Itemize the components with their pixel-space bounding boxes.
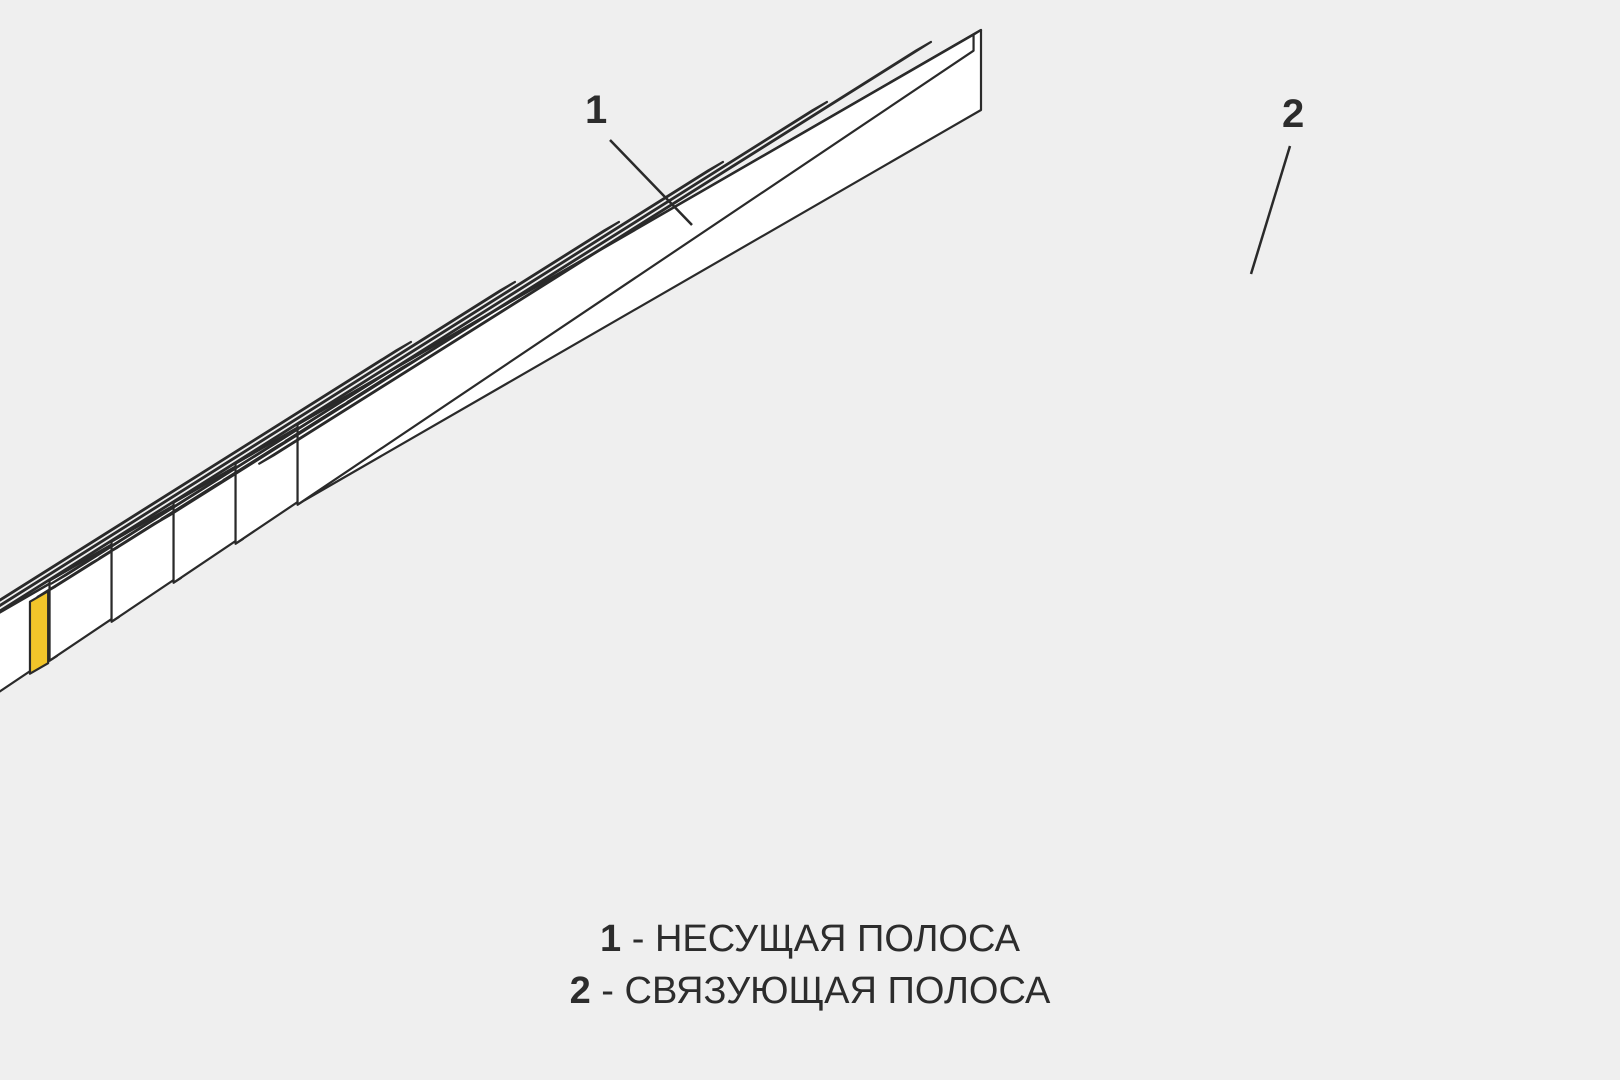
- callout-leader-lines: [609, 139, 1292, 275]
- legend-text: НЕСУЩАЯ ПОЛОСА: [654, 918, 1020, 960]
- callout-label-2: 2: [1282, 92, 1305, 136]
- legend-separator: -: [590, 970, 625, 1012]
- steel-grating-illustration: [0, 28, 983, 693]
- bearing-bar-side: [296, 33, 975, 506]
- legend-number: 2: [569, 970, 591, 1012]
- legend-item-cross-bar: 2 - СВЯЗУЮЩАЯ ПОЛОСА: [0, 972, 1620, 1010]
- callout-label-1: 1: [585, 88, 608, 132]
- bearing-bar-highlight-end: [28, 590, 50, 675]
- legend-number: 1: [600, 918, 622, 960]
- legend-item-bearing-bar: 1 - НЕСУЩАЯ ПОЛОСА: [0, 920, 1620, 958]
- legend-separator: -: [621, 918, 655, 960]
- bearing-bar-highlight: [36, 551, 112, 599]
- cross-bar: [0, 340, 413, 602]
- leader-line-1: [609, 139, 693, 226]
- cross-bar-highlight: [50, 160, 725, 585]
- cross-bar: [0, 280, 517, 608]
- leader-line-2: [1249, 145, 1292, 275]
- cross-bar: [154, 100, 829, 525]
- cross-bar: [258, 40, 933, 465]
- legend-text: СВЯЗУЮЩАЯ ПОЛОСА: [624, 970, 1051, 1012]
- cross-bar: [0, 220, 621, 613]
